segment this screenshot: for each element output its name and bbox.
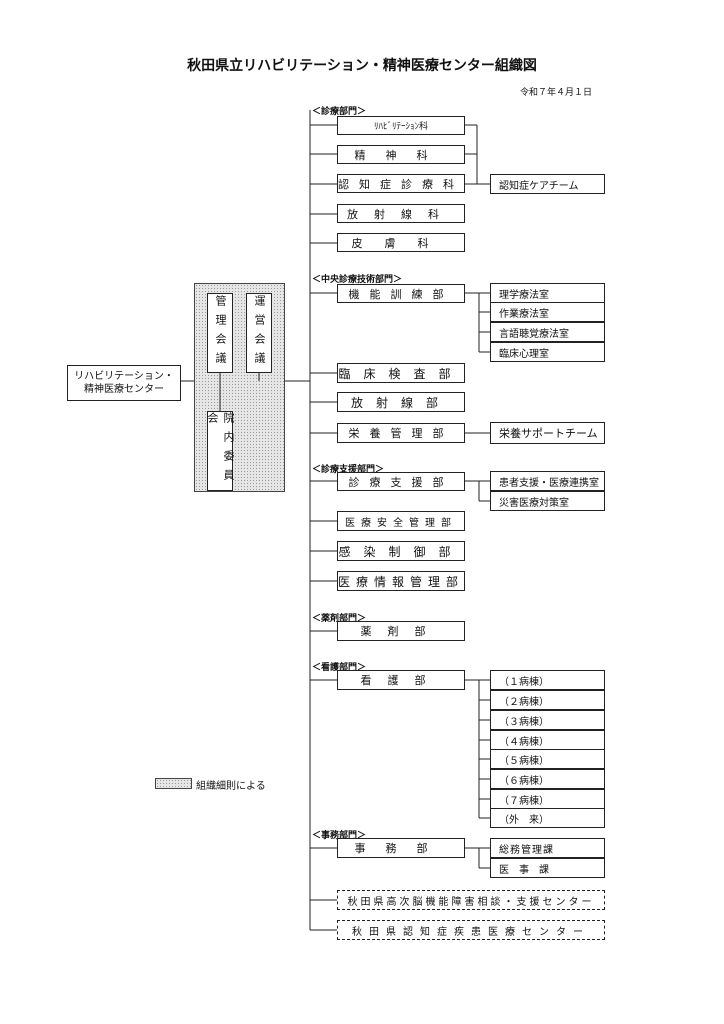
ward-gairai: （外 来） <box>490 808 605 828</box>
dept-yakuzai: 薬剤部 <box>337 621 465 641</box>
section-kango: ＜看護部門＞ <box>312 663 367 673</box>
unei-kaigi-box: 運営会議 <box>246 293 272 373</box>
dept-iryo-joho: 医療情報管理部 <box>337 571 465 591</box>
center-name-line1: リハビリテーション・ <box>74 371 174 382</box>
sub-kanja-shien: 患者支援・医療連携室 <box>490 471 605 491</box>
sub-sagyo: 作業療法室 <box>490 302 605 322</box>
legend-text: 組織細則による <box>196 781 266 792</box>
dept-koji-noki-center: 秋田県高次脳機能障害相談・支援センター <box>337 890 605 910</box>
sub-rigaku: 理学療法室 <box>490 283 605 303</box>
kanri-kaigi-box: 管理会議 <box>207 293 233 373</box>
dept-jimu: 事務部 <box>337 838 465 858</box>
ward-1: （１病棟） <box>490 670 605 690</box>
section-jimu: ＜事務部門＞ <box>312 831 367 841</box>
dept-hifu: 皮膚科 <box>337 233 465 252</box>
sub-shinri: 臨床心理室 <box>490 342 605 362</box>
center-name-line2: 精神医療センター <box>84 384 164 395</box>
dept-ninchi: 認知症診療科 <box>337 174 465 193</box>
section-shien: ＜診療支援部門＞ <box>312 465 385 475</box>
dept-reha: ﾘﾊﾋﾞﾘﾃｰｼｮﾝ科 <box>337 116 465 135</box>
sub-somu: 総務管理課 <box>490 838 605 858</box>
page-title: 秋田県立リハビリテーション・精神医療センター組織図 <box>187 58 537 74</box>
dept-hoshasen-ka: 放射線科 <box>337 204 465 223</box>
dept-eiyo: 栄養管理部 <box>337 423 465 443</box>
sub-gengo: 言語聴覚療法室 <box>490 322 605 342</box>
legend-swatch <box>155 778 192 789</box>
ward-4: （４病棟） <box>490 730 605 750</box>
sub-saigai: 災害医療対策室 <box>490 491 605 511</box>
dept-kansen: 感染制御部 <box>337 541 465 561</box>
dept-kango: 看護部 <box>337 670 465 690</box>
date-label: 令和７年４月１日 <box>520 88 593 98</box>
ward-6: （６病棟） <box>490 769 605 789</box>
ward-5: （５病棟） <box>490 749 605 769</box>
section-chuo: ＜中央診療技術部門＞ <box>312 275 403 285</box>
dept-hoshasen-bu: 放射線部 <box>337 392 465 412</box>
dept-ninchi-center: 秋田県認知症疾患医療センター <box>337 920 605 940</box>
sub-ninchi-care: 認知症ケアチーム <box>490 174 605 194</box>
center-box: リハビリテーション・ 精神医療センター <box>67 365 181 401</box>
ward-7: （７病棟） <box>490 789 605 809</box>
ward-2: （２病棟） <box>490 690 605 710</box>
dept-kino: 機能訓練部 <box>337 284 465 303</box>
dept-seishin: 精神科 <box>337 145 465 164</box>
sub-iji: 医事課 <box>490 858 605 878</box>
ward-3: （３病棟） <box>490 710 605 730</box>
dept-shinryo-shien: 診療支援部 <box>337 472 465 491</box>
dept-rinsho: 臨床検査部 <box>337 363 465 383</box>
section-yakuzai: ＜薬剤部門＞ <box>312 614 367 624</box>
section-shinryo: ＜診療部門＞ <box>312 107 367 117</box>
dept-iryo-anzen: 医療安全管理部 <box>337 511 465 531</box>
sub-eiyo-support: 栄養サポートチーム <box>490 422 605 444</box>
innai-iinkai-box: 院内委員会 <box>206 411 235 491</box>
